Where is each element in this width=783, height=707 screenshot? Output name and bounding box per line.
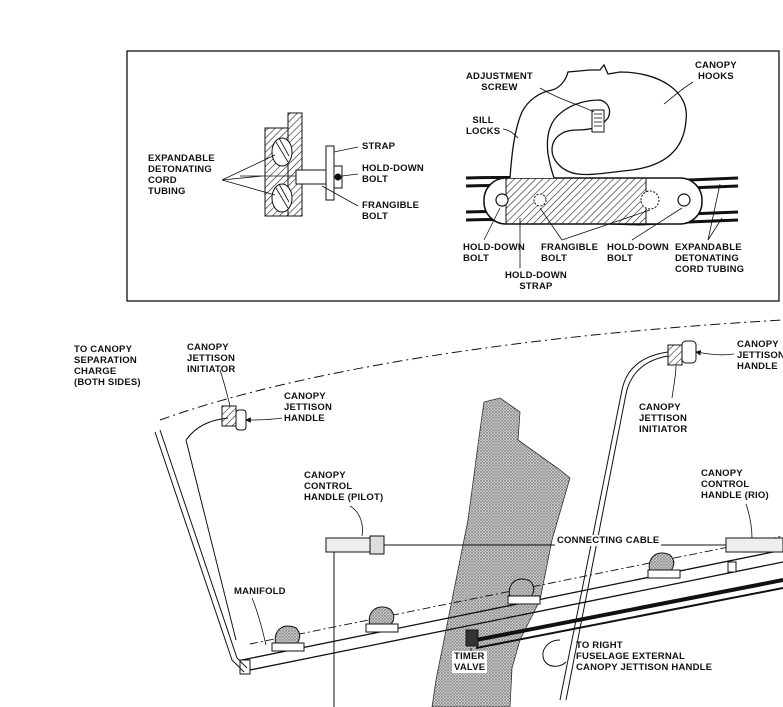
label-manifold: MANIFOLD [234,586,286,597]
canopy-outline [159,319,783,421]
label-connecting-cable: CONNECTING CABLE [555,535,662,546]
sill-rail [239,535,783,675]
label-initiator-right: CANOPY JETTISON INITIATOR [639,402,688,435]
label-canopy-hooks: CANOPY HOOKS [695,60,737,82]
connecting-cable-assembly [325,535,783,707]
label-hold-down-bolt-inset-left: HOLD-DOWN BOLT [463,242,525,264]
label-handle-right: CANOPY JETTISON HANDLE [737,339,783,372]
label-hold-down-bolt-left: HOLD-DOWN BOLT [362,163,424,185]
label-hold-down-strap: HOLD-DOWN STRAP [505,270,567,292]
sill-hooks [271,552,737,652]
timer-valve [465,629,567,667]
right-jettison-assembly [667,340,697,366]
label-control-handle-rio: CANOPY CONTROL HANDLE (RIO) [701,468,769,501]
label-adjustment-screw: ADJUSTMENT SCREW [466,71,533,93]
inset-frame [126,50,780,302]
label-expandable-cord-right: EXPANDABLE DETONATING CORD TUBING [675,242,745,275]
label-hold-down-bolt-inset-right: HOLD-DOWN BOLT [607,242,669,264]
label-frangible-bolt-inset: FRANGIBLE BOLT [541,242,599,264]
label-external-handle: TO RIGHT FUSELAGE EXTERNAL CANOPY JETTIS… [576,640,713,673]
right-sill-lock [465,63,739,226]
label-separation-charge: TO CANOPY SEPARATION CHARGE (BOTH SIDES) [74,344,141,388]
label-timer-valve: TIMER VALVE [452,651,488,673]
label-frangible-bolt-left: FRANGIBLE BOLT [362,200,420,222]
label-control-handle-pilot: CANOPY CONTROL HANDLE (PILOT) [304,470,384,503]
label-strap: STRAP [362,141,396,152]
label-handle-left: CANOPY JETTISON HANDLE [284,391,333,424]
label-expandable-cord-left: EXPANDABLE DETONATING CORD TUBING [148,153,215,197]
label-initiator-left: CANOPY JETTISON INITIATOR [187,342,236,375]
left-jettison-assembly [221,405,247,431]
label-sill-locks: SILL LOCKS [466,115,501,137]
